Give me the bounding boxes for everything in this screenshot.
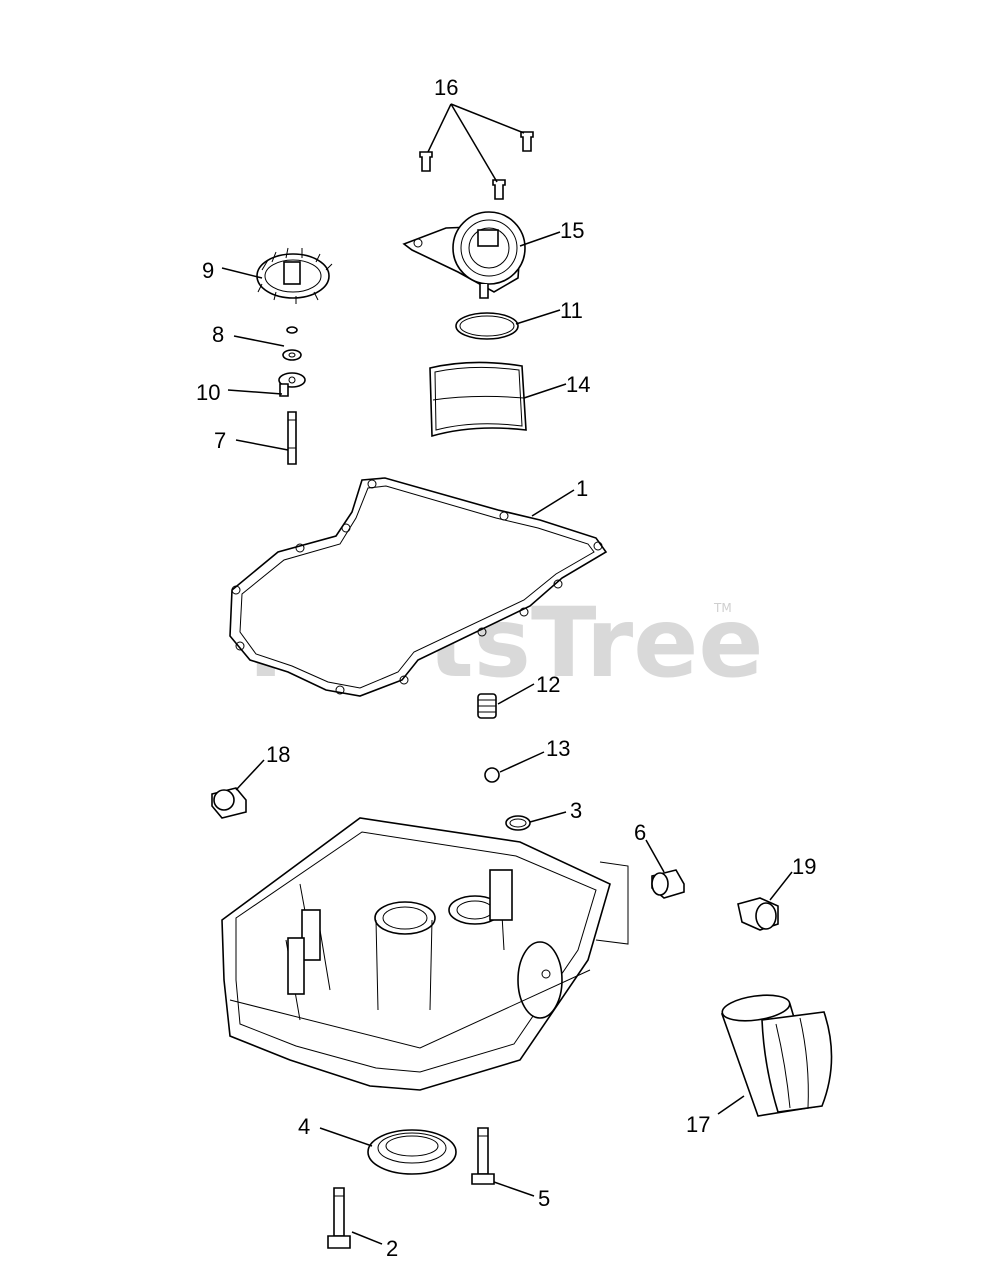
callout-3: 3 <box>570 798 582 823</box>
callout-4: 4 <box>298 1114 310 1139</box>
part-14-oil-screen[interactable] <box>429 361 527 438</box>
part-4-oil-seal[interactable] <box>367 1129 457 1175</box>
part-8-washer[interactable] <box>282 326 302 361</box>
part-15-oil-pump[interactable] <box>402 211 526 299</box>
part-18-plug[interactable] <box>211 787 247 819</box>
callout-2: 2 <box>386 1236 398 1261</box>
callout-13: 13 <box>546 736 570 761</box>
part-5-bolt[interactable] <box>471 1127 495 1185</box>
callout-19: 19 <box>792 854 816 879</box>
leader-lines <box>221 231 793 1245</box>
callout-12: 12 <box>536 672 560 697</box>
callout-8: 8 <box>212 322 224 347</box>
part-3-o-ring[interactable] <box>505 815 531 831</box>
callout-16: 16 <box>434 75 458 100</box>
part-16-screws[interactable] <box>419 103 534 200</box>
oil-pan-housing <box>221 817 629 1091</box>
part-9-governor-gear[interactable] <box>256 247 333 304</box>
watermark-trademark: TM <box>713 601 732 615</box>
part-19-plug[interactable] <box>737 897 779 931</box>
part-2-bolt[interactable] <box>327 1187 351 1249</box>
part-7-governor-shaft[interactable] <box>287 411 297 465</box>
callout-10: 10 <box>196 380 220 405</box>
callout-7: 7 <box>214 428 226 453</box>
callout-14: 14 <box>566 372 590 397</box>
part-11-o-ring[interactable] <box>455 312 519 340</box>
callout-11: 11 <box>560 298 583 323</box>
callout-6: 6 <box>634 820 646 845</box>
callout-15: 15 <box>560 218 584 243</box>
part-10-governor-cup[interactable] <box>278 372 306 397</box>
part-6-bushing[interactable] <box>651 869 685 899</box>
part-17-oil-filter[interactable] <box>720 991 833 1117</box>
part-1-gasket[interactable] <box>229 477 608 697</box>
callout-1: 1 <box>576 476 588 501</box>
callout-9: 9 <box>202 258 214 283</box>
part-12-spring[interactable] <box>477 693 497 719</box>
part-13-ball[interactable] <box>484 767 500 783</box>
callout-18: 18 <box>266 742 290 767</box>
callout-17: 17 <box>686 1112 710 1137</box>
callout-labels: 16 15 9 11 8 14 10 7 1 12 18 13 3 6 19 1… <box>196 75 816 1261</box>
callout-5: 5 <box>538 1186 550 1211</box>
